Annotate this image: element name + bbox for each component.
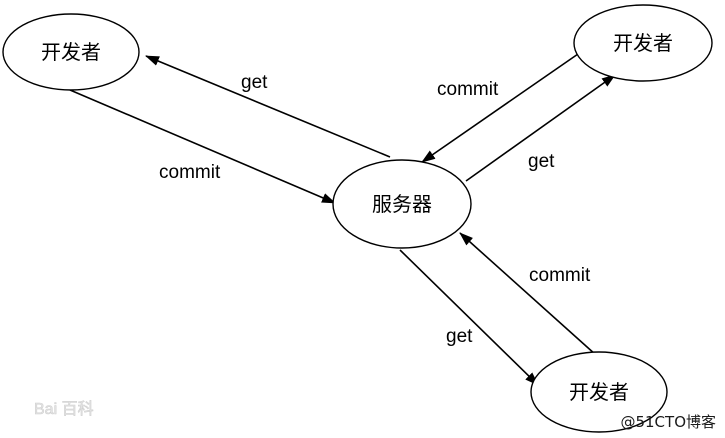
node-developer-top-left: 开发者 xyxy=(2,13,140,91)
edge-server-to-top-right: get xyxy=(465,74,616,182)
edge-top-right-to-server: commit xyxy=(421,53,579,163)
edge-label-get: get xyxy=(446,326,473,347)
node-label: 服务器 xyxy=(372,192,432,216)
edge-label-commit: commit xyxy=(159,162,221,183)
cto-watermark: @51CTO博客 xyxy=(620,413,716,431)
node-developer-bottom-right: 开发者 xyxy=(530,351,668,433)
edge-server-to-top-left: get xyxy=(145,55,391,158)
node-label: 开发者 xyxy=(613,31,673,55)
node-label: 开发者 xyxy=(41,40,101,64)
baidu-watermark-text: Bai 百科 xyxy=(34,400,94,418)
edge-server-to-bottom-right: get xyxy=(399,249,539,386)
node-developer-top-right: 开发者 xyxy=(573,4,713,82)
edge-bottom-right-to-server: commit xyxy=(459,232,597,356)
edge-label-commit: commit xyxy=(437,79,499,100)
node-label: 开发者 xyxy=(569,380,629,404)
edge-top-left-to-server: commit xyxy=(69,89,336,204)
node-server: 服务器 xyxy=(332,159,472,249)
edge-label-commit: commit xyxy=(529,265,591,286)
baidu-watermark: Bai 百科 xyxy=(34,400,94,419)
edge-label-get: get xyxy=(528,151,555,172)
edge-label-get: get xyxy=(241,72,268,93)
cto-watermark-text: @51CTO博客 xyxy=(620,413,716,431)
